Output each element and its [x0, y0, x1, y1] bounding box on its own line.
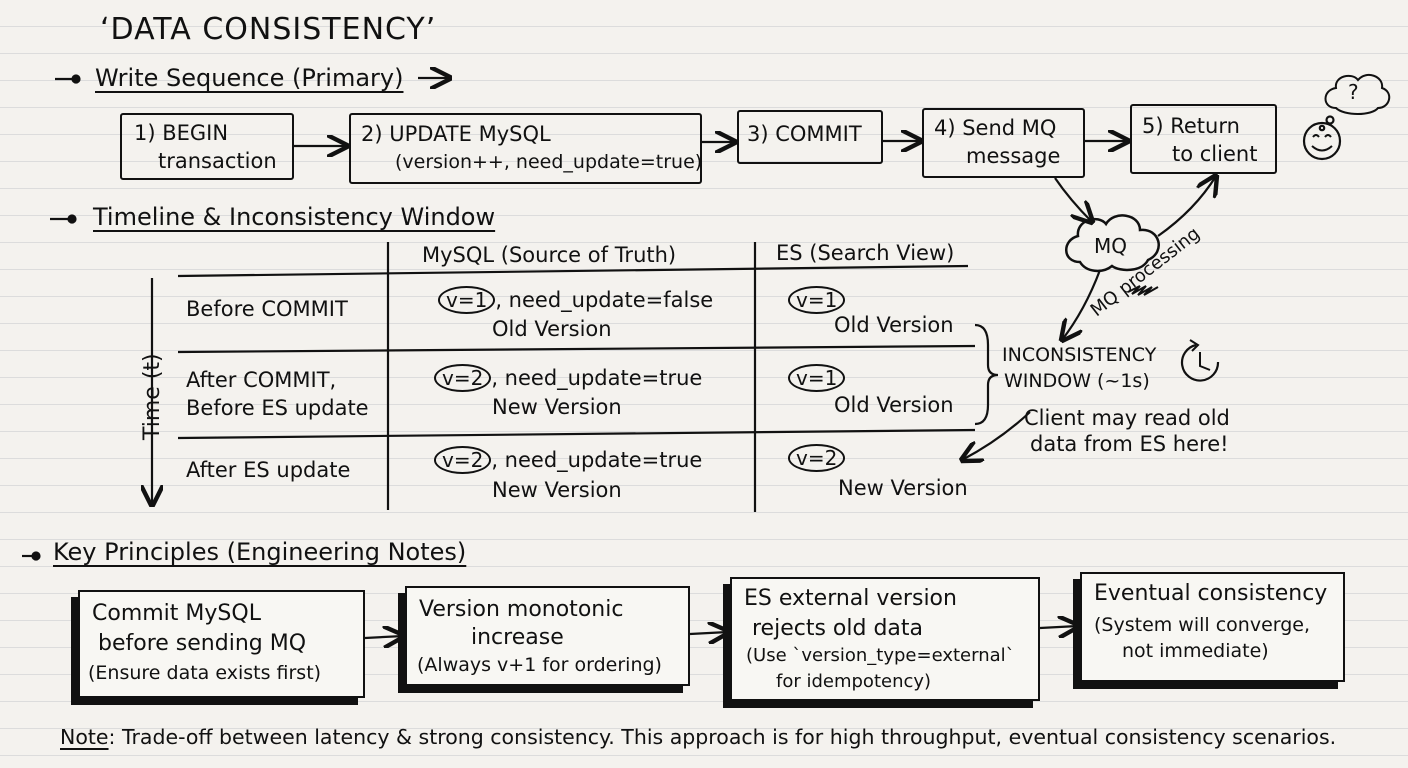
arrow-mq-inconsistency	[1062, 269, 1102, 340]
mysql-version: New Version	[492, 478, 622, 502]
smiley-mouth	[1311, 145, 1333, 152]
version-badge: v=1	[788, 286, 846, 314]
arrow-note-table	[962, 411, 1031, 460]
version-badge: v=2	[434, 364, 492, 392]
version-badge: v=1	[788, 364, 846, 392]
note-label: Note	[60, 725, 109, 749]
need-update-flag: , need_update=false	[495, 288, 714, 312]
step-line: message	[966, 144, 1061, 168]
inconsistency-note: data from ES here!	[1030, 432, 1229, 456]
row-label: After COMMIT,	[186, 368, 337, 392]
step-line: transaction	[158, 149, 277, 173]
bullet-dot	[31, 551, 41, 561]
step-line: 5) Return	[1142, 114, 1240, 138]
bullet-dot	[67, 214, 77, 224]
principle-line: Eventual consistency	[1094, 581, 1328, 606]
clock-hands	[1199, 352, 1211, 371]
principle-box-commit-first: Commit MySQL before sending MQ (Ensure d…	[78, 590, 365, 698]
es-version: New Version	[838, 476, 968, 500]
mysql-cell: v=1, need_update=false	[438, 286, 713, 314]
table-hline-row2	[177, 428, 976, 440]
version-badge: v=1	[438, 286, 496, 314]
version-badge: v=2	[788, 444, 846, 472]
section-timeline: Timeline & Inconsistency Window	[93, 203, 496, 231]
inconsistency-title: INCONSISTENCY	[1002, 344, 1157, 366]
step-box-begin: 1) BEGIN transaction	[120, 113, 294, 180]
principle-line: for idempotency)	[776, 671, 932, 692]
mysql-version: Old Version	[492, 317, 612, 341]
section-write-sequence: Write Sequence (Primary)	[95, 64, 404, 92]
clock-arrow	[1189, 339, 1200, 352]
step-box-send-mq: 4) Send MQ message	[922, 108, 1085, 178]
principle-line: (System will converge,	[1094, 614, 1311, 636]
row-label: Before COMMIT	[186, 297, 348, 321]
mysql-cell: v=2, need_update=true	[434, 446, 702, 474]
col-header-mysql: MySQL (Source of Truth)	[422, 243, 677, 267]
mq-cloud	[1065, 214, 1160, 273]
thought-bubble	[1324, 73, 1391, 115]
step-box-return: 5) Return to client	[1130, 104, 1277, 174]
processing-scribble	[1127, 285, 1159, 296]
arrow-principle-1-2	[364, 636, 403, 638]
inconsistency-window: WINDOW (~1s)	[1004, 370, 1150, 392]
note-text: : Trade-off between latency & strong con…	[108, 725, 1337, 749]
principle-line: (Always v+1 for ordering)	[417, 654, 662, 676]
principle-line: Version monotonic	[419, 597, 624, 622]
principle-box-version-monotonic: Version monotonic increase (Always v+1 f…	[405, 586, 690, 686]
inconsistency-note: Client may read old	[1024, 406, 1230, 430]
principle-box-eventual-consistency: Eventual consistency (System will conver…	[1080, 572, 1345, 682]
time-axis-label: Time (t)	[140, 353, 165, 440]
step-line: (version++, need_update=true)	[395, 151, 703, 173]
thought-dot	[1318, 124, 1326, 132]
clock-icon	[1180, 343, 1220, 382]
principle-line: (Use `version_type=external`	[746, 645, 1015, 666]
page-title: ‘DATA CONSISTENCY’	[100, 12, 437, 47]
step-line: 2) UPDATE MySQL	[361, 122, 551, 146]
table-hline-row1	[177, 344, 976, 354]
smiley-face	[1302, 121, 1342, 161]
principle-line: before sending MQ	[98, 631, 307, 656]
es-cell: v=1	[788, 286, 846, 314]
es-version: Old Version	[834, 313, 954, 337]
es-cell: v=2	[788, 444, 846, 472]
arrow-principle-2-3	[689, 632, 728, 634]
mysql-cell: v=2, need_update=true	[434, 364, 702, 392]
mq-label: MQ	[1094, 234, 1127, 258]
principle-line: increase	[471, 625, 564, 650]
mysql-version: New Version	[492, 395, 622, 419]
step-line: 4) Send MQ	[934, 116, 1057, 140]
table-hline-header	[177, 264, 969, 278]
smiley-eyes	[1312, 134, 1332, 138]
arrow-mq-step5	[1157, 176, 1216, 237]
principle-line: rejects old data	[752, 616, 924, 641]
inconsistency-brace	[974, 323, 999, 426]
principle-line: (Ensure data exists first)	[88, 662, 322, 684]
es-version: Old Version	[834, 393, 954, 417]
question-mark: ?	[1348, 80, 1359, 104]
arrow-principle-3-4	[1039, 626, 1078, 628]
version-badge: v=2	[434, 446, 492, 474]
thought-dot	[1325, 115, 1335, 125]
es-cell: v=1	[788, 364, 846, 392]
step-box-commit: 3) COMMIT	[737, 110, 883, 164]
bullet-dot	[71, 74, 81, 84]
principle-box-es-external-version: ES external version rejects old data (Us…	[730, 577, 1040, 701]
row-label: Before ES update	[186, 396, 369, 420]
step-line: 1) BEGIN	[134, 121, 229, 145]
arrow-step4-mq	[1054, 177, 1092, 222]
step-line: to client	[1172, 142, 1258, 166]
need-update-flag: , need_update=true	[491, 366, 703, 390]
footer-note: Note: Trade-off between latency & strong…	[60, 725, 1336, 750]
step-line: 3) COMMIT	[747, 122, 862, 146]
row-label: After ES update	[186, 458, 351, 482]
step-box-update-mysql: 2) UPDATE MySQL (version++, need_update=…	[349, 113, 702, 184]
principle-line: Commit MySQL	[92, 601, 261, 626]
section-principles: Key Principles (Engineering Notes)	[53, 538, 467, 566]
principle-line: not immediate)	[1122, 640, 1269, 662]
need-update-flag: , need_update=true	[491, 448, 703, 472]
col-header-es: ES (Search View)	[776, 241, 955, 265]
principle-line: ES external version	[744, 586, 957, 611]
